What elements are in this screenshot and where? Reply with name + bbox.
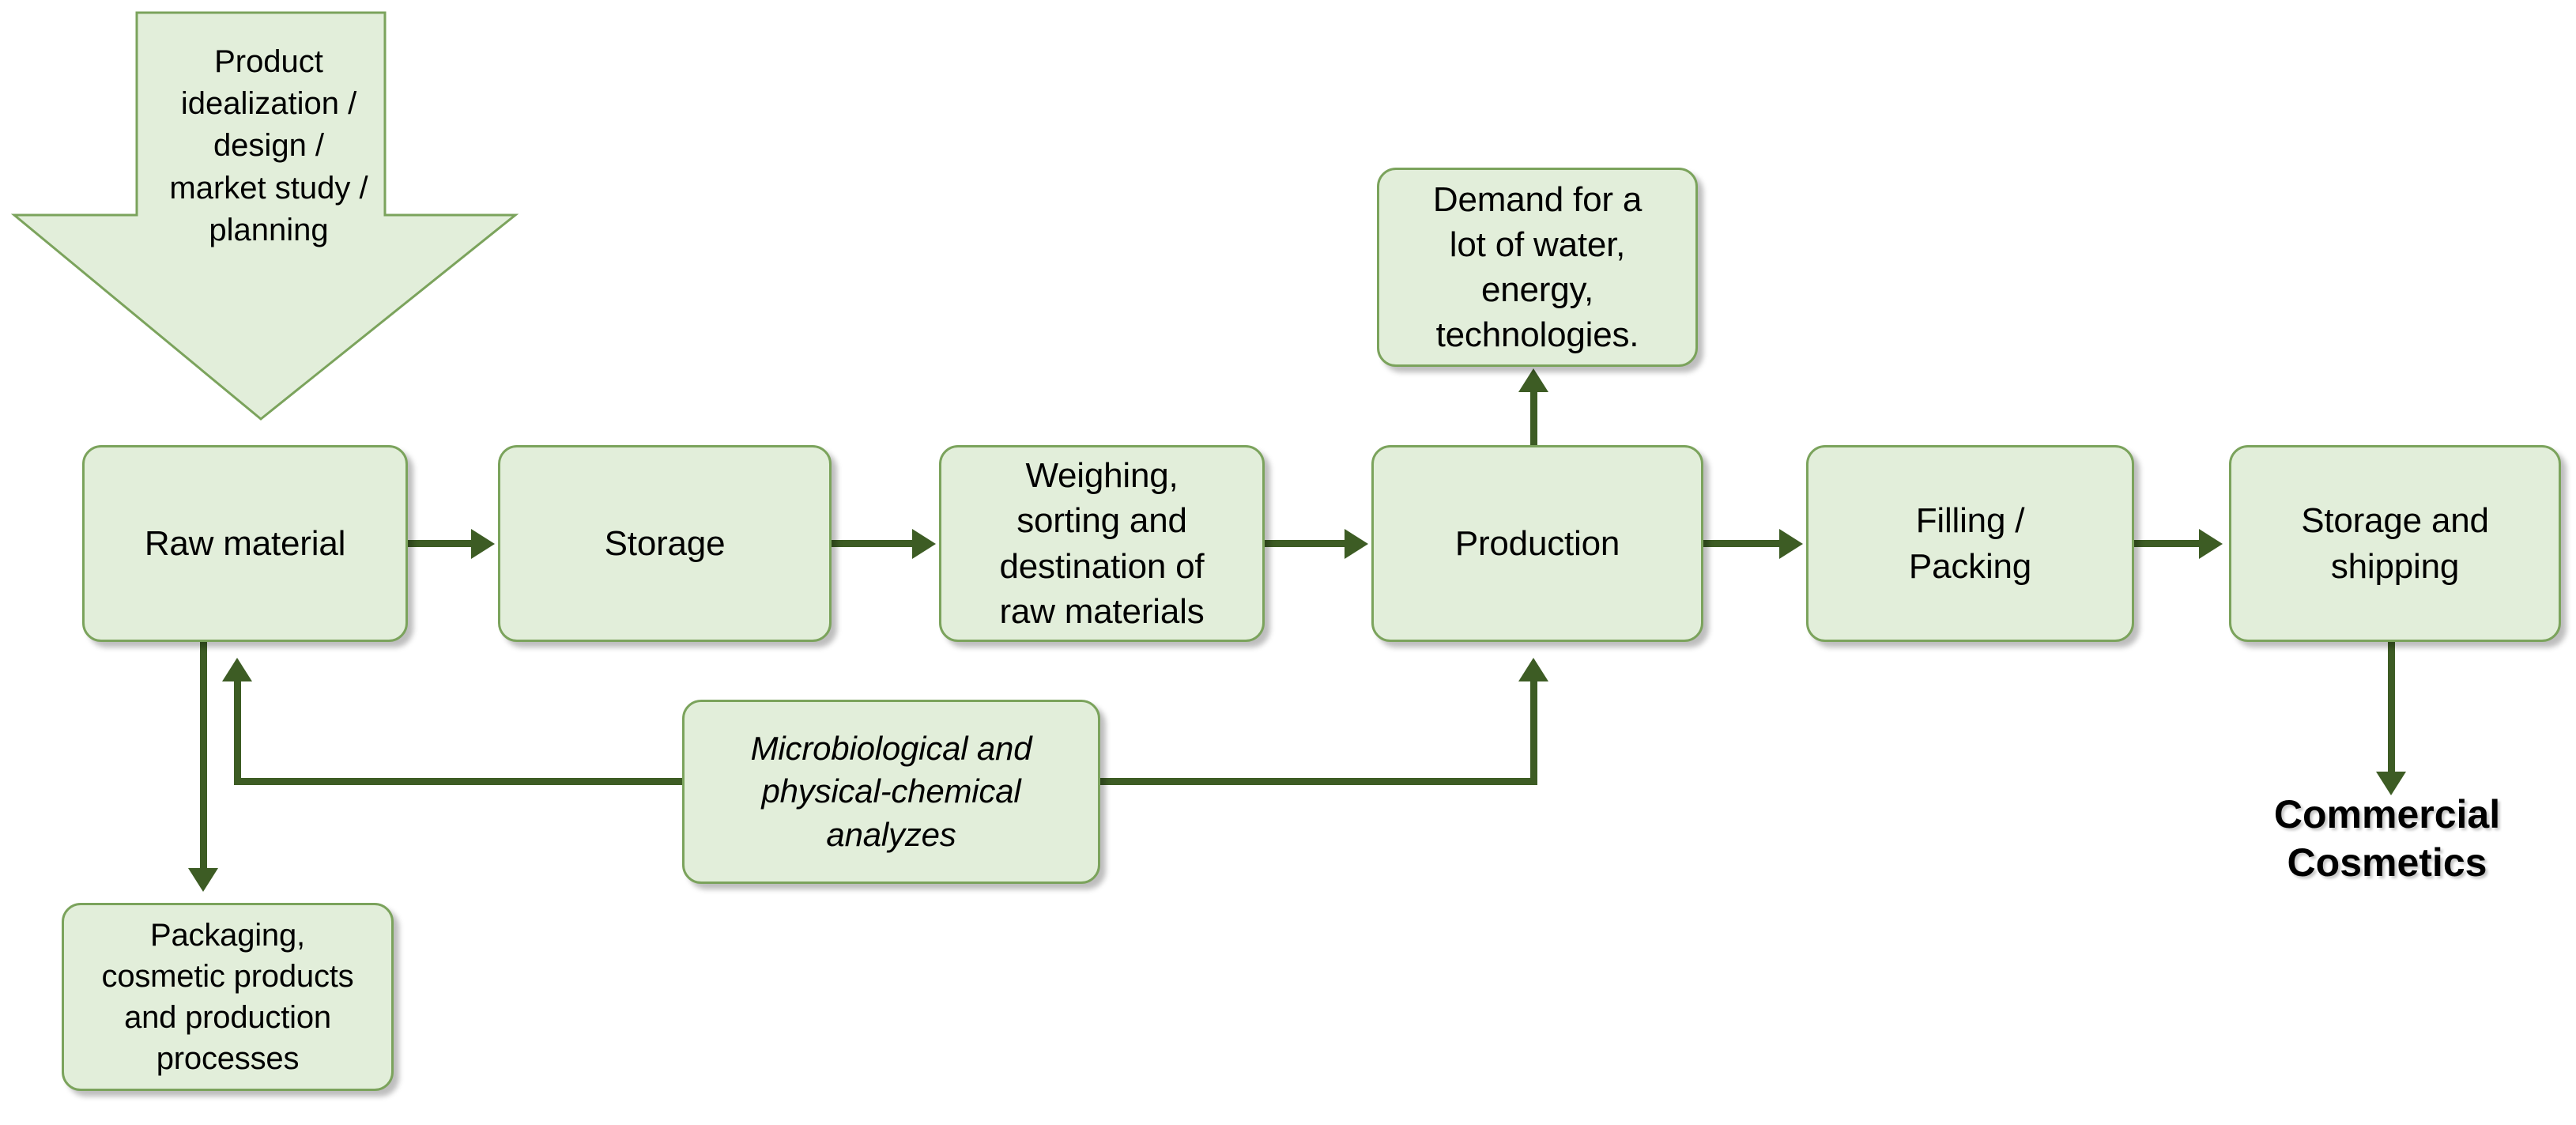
node-filling-packing[interactable]: Filling / Packing xyxy=(1806,445,2134,642)
edge-storage-shipping-to-commercial-arrowhead xyxy=(2376,772,2406,795)
node-weighing-sorting-label: Weighing, sorting and destination of raw… xyxy=(999,456,1205,631)
edge-storage-shipping-to-commercial-line xyxy=(2388,642,2395,775)
edge-analyses-to-raw-material-arrowhead xyxy=(222,658,252,681)
edge-production-to-filling-arrowhead xyxy=(1779,529,1803,559)
edge-storage-to-weighing-arrowhead xyxy=(912,529,936,559)
edge-production-to-demand-line xyxy=(1530,379,1537,447)
edge-analyses-to-raw-material-vline xyxy=(234,681,241,781)
edge-raw-material-to-storage-line xyxy=(408,540,474,547)
node-storage[interactable]: Storage xyxy=(498,445,832,642)
edge-production-to-demand-arrowhead xyxy=(1518,368,1548,392)
node-analyses[interactable]: Microbiological and physical-chemical an… xyxy=(682,700,1100,884)
edge-filling-to-storage-shipping-arrowhead xyxy=(2199,529,2223,559)
node-storage-label: Storage xyxy=(604,523,726,563)
edge-raw-material-to-packaging-arrowhead xyxy=(188,868,218,892)
edge-analyses-to-production-vline xyxy=(1530,681,1537,781)
edge-weighing-to-production-line xyxy=(1265,540,1348,547)
edge-storage-to-weighing-line xyxy=(832,540,915,547)
node-demand-resources-label: Demand for a lot of water, energy, techn… xyxy=(1432,179,1643,355)
edge-raw-material-to-packaging-line xyxy=(200,642,207,871)
input-block-arrow: Product idealization / design / market s… xyxy=(8,11,530,422)
node-raw-material[interactable]: Raw material xyxy=(82,445,408,642)
node-packaging[interactable]: Packaging, cosmetic products and product… xyxy=(62,903,394,1091)
edge-weighing-to-production-arrowhead xyxy=(1345,529,1368,559)
node-production-label: Production xyxy=(1454,523,1620,563)
edge-filling-to-storage-shipping-line xyxy=(2134,540,2202,547)
node-production[interactable]: Production xyxy=(1371,445,1703,642)
edge-analyses-to-production-arrowhead xyxy=(1518,658,1548,681)
node-packaging-label: Packaging, cosmetic products and product… xyxy=(101,918,354,1076)
node-storage-shipping-label: Storage and shipping xyxy=(2301,501,2489,586)
edge-analyses-to-raw-material-hline xyxy=(234,778,692,785)
edge-analyses-to-production-hline xyxy=(1091,778,1537,785)
input-block-arrow-shape xyxy=(10,11,519,421)
node-raw-material-label: Raw material xyxy=(144,523,346,563)
node-filling-packing-label: Filling / Packing xyxy=(1908,501,2032,586)
node-demand-resources[interactable]: Demand for a lot of water, energy, techn… xyxy=(1377,168,1698,367)
commercial-cosmetics-caption: Commercial Cosmetics xyxy=(2273,792,2501,885)
node-analyses-label: Microbiological and physical-chemical an… xyxy=(750,729,1032,853)
edge-raw-material-to-storage-arrowhead xyxy=(471,529,495,559)
node-storage-shipping[interactable]: Storage and shipping xyxy=(2229,445,2561,642)
node-weighing-sorting[interactable]: Weighing, sorting and destination of raw… xyxy=(939,445,1265,642)
edge-production-to-filling-line xyxy=(1703,540,1782,547)
